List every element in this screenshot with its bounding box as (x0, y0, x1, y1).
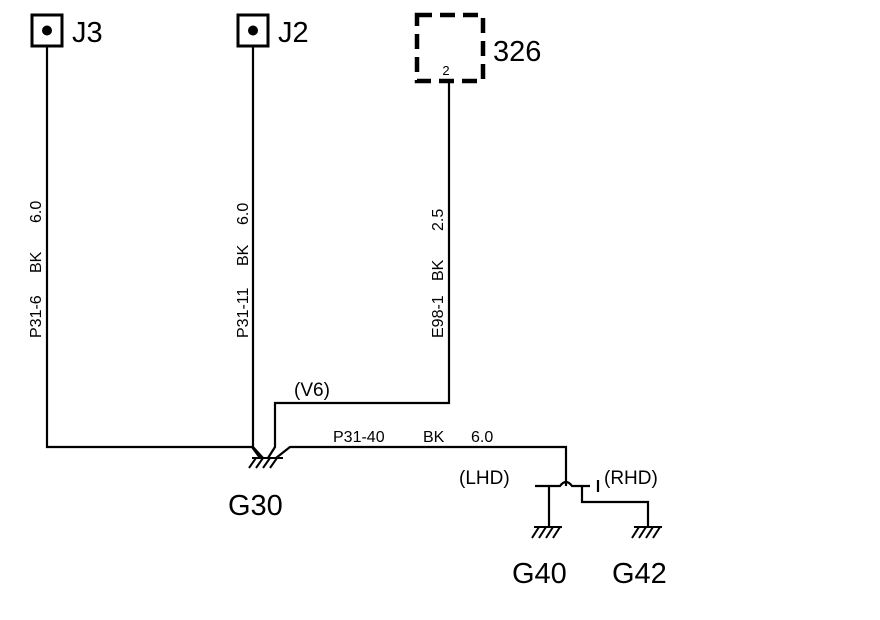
ground-g30-label: G30 (228, 490, 283, 522)
wire-p31-40-color: BK (423, 429, 445, 446)
ground-g40-label: G40 (512, 558, 567, 590)
wire-p31-40-size: 6.0 (471, 429, 493, 446)
lhd-branch-line (535, 480, 590, 488)
wire-p31-11-id: P31-11 (235, 287, 252, 338)
rhd-annotation: (RHD) (604, 468, 658, 489)
wire-p31-6-id: P31-6 (28, 295, 45, 338)
wire-e98-1-color: BK (430, 259, 447, 281)
wire-p31-11[interactable]: P31-11 BK 6.0 (235, 46, 264, 459)
wire-p31-6-line (45, 46, 261, 459)
ground-g42-icon (631, 526, 662, 539)
wire-p31-6-label: P31-6 BK 6.0 (28, 201, 45, 338)
wire-p31-11-color: BK (235, 244, 252, 266)
wire-e98-1-id: E98-1 (430, 295, 447, 338)
connector-j2[interactable]: J2 (236, 13, 309, 49)
v6-annotation: (V6) (294, 380, 330, 401)
rhd-drop-line (580, 486, 650, 527)
wire-p31-11-line (251, 46, 264, 459)
wire-p31-11-label: P31-11 BK 6.0 (235, 203, 252, 338)
ground-g40[interactable]: G40 (512, 526, 567, 590)
wire-e98-1-size: 2.5 (430, 209, 447, 231)
connector-j3-pin-icon (42, 25, 52, 36)
wire-p31-11-size: 6.0 (235, 203, 252, 225)
connector-j3-label: J3 (72, 17, 103, 49)
connector-326-label: 326 (493, 36, 541, 68)
connector-j2-pin-icon (248, 25, 258, 36)
wire-p31-40-id: P31-40 (333, 429, 385, 446)
connector-326-pin-label: 2 (442, 63, 449, 78)
connector-326-box (414, 12, 486, 84)
ground-g42-label: G42 (612, 558, 667, 590)
connector-326[interactable]: 2 326 (414, 12, 541, 84)
wire-e98-1-line (267, 81, 451, 459)
wire-p31-40-line (275, 445, 568, 486)
wire-p31-6-color: BK (28, 251, 45, 273)
ground-g40-icon (531, 526, 562, 539)
wire-e98-1-label: E98-1 BK 2.5 (430, 209, 447, 338)
connector-j3[interactable]: J3 (30, 13, 103, 49)
wire-e98-1[interactable]: E98-1 BK 2.5 (V6) (267, 81, 451, 459)
ground-g30[interactable]: G30 (228, 457, 283, 522)
wire-p31-40[interactable]: P31-40 BK 6.0 (275, 429, 568, 486)
ground-g30-icon (248, 457, 283, 469)
lhd-rhd-split: (LHD) (RHD) (459, 468, 658, 527)
wire-p31-6-size: 6.0 (28, 201, 45, 223)
wire-p31-6[interactable]: P31-6 BK 6.0 (28, 46, 261, 459)
lhd-annotation: (LHD) (459, 468, 510, 489)
ground-g42[interactable]: G42 (612, 526, 667, 590)
connector-j2-label: J2 (278, 17, 309, 49)
wire-p31-40-label: P31-40 BK 6.0 (333, 429, 493, 446)
